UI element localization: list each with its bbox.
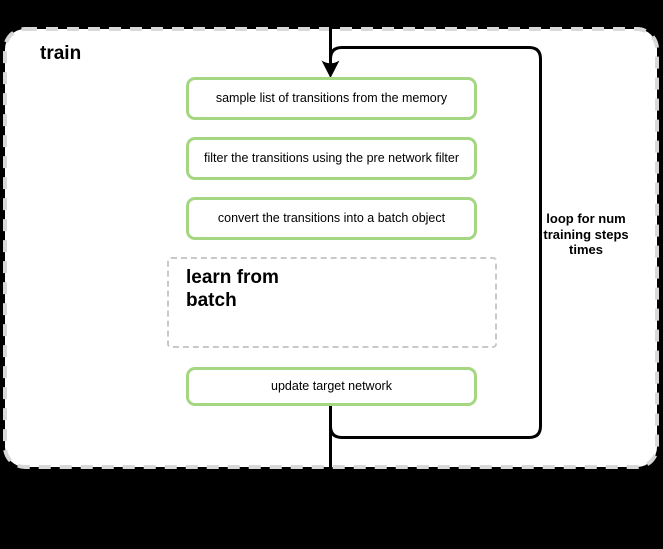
- node-label: update target network: [271, 379, 392, 394]
- node-sample-transitions: sample list of transitions from the memo…: [186, 77, 477, 120]
- node-update-target-network: update target network: [186, 367, 477, 406]
- node-filter-transitions: filter the transitions using the pre net…: [186, 137, 477, 180]
- loop-annotation: loop for num training steps times: [543, 211, 629, 257]
- train-group-label: train: [40, 43, 82, 64]
- arrowhead-down-icon: [321, 60, 340, 78]
- group-learn-from-batch: learn from batch: [167, 257, 497, 348]
- loop-border: [329, 46, 542, 439]
- node-label: convert the transitions into a batch obj…: [217, 211, 446, 226]
- node-convert-to-batch: convert the transitions into a batch obj…: [186, 197, 477, 240]
- node-label: filter the transitions using the pre net…: [204, 151, 459, 166]
- node-label: sample list of transitions from the memo…: [215, 91, 448, 106]
